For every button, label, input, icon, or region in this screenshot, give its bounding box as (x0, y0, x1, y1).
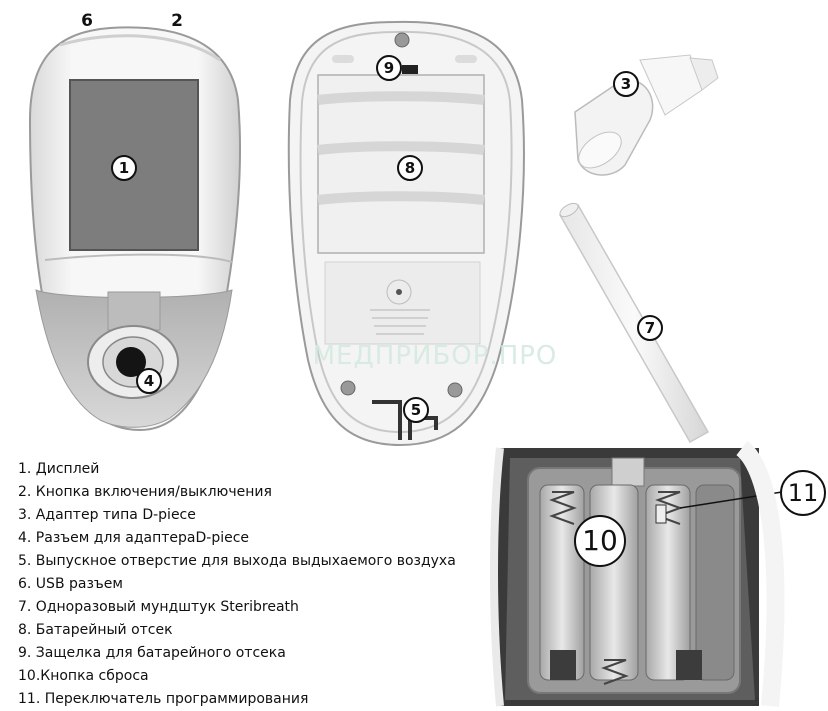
device-back-view (287, 20, 525, 447)
legend-item: 11. Переключатель программирования (18, 691, 309, 707)
callout-display: 1 (111, 155, 137, 181)
top-screw (394, 32, 410, 48)
legend-item: 2. Кнопка включения/выключения (18, 484, 272, 500)
callout-adapter: 3 (613, 71, 639, 97)
device-front-view (28, 26, 241, 432)
battery-bay-photo (490, 440, 785, 707)
legend-item: 4. Разъем для адаптераD-piece (18, 530, 250, 546)
callout-reset-button: 10 (574, 515, 626, 567)
legend-list: 1. Дисплей 2. Кнопка включения/выключени… (18, 458, 498, 711)
callout-battery-latch: 9 (376, 55, 402, 81)
adapter-socket (87, 291, 179, 399)
watermark-text: МЕДПРИБОР.ПРО (312, 341, 558, 371)
bottom-screw-left (340, 380, 356, 396)
legend-item: 7. Одноразовый мундштук Steribreath (18, 599, 299, 615)
compartment-ridges (317, 91, 485, 205)
label-lines (370, 309, 430, 335)
page-number: 5 (754, 698, 760, 708)
legend-item: 9. Защелка для батарейного отсека (18, 645, 286, 661)
legend-item: 1. Дисплей (18, 461, 100, 477)
callout-battery-compartment: 8 (397, 155, 423, 181)
back-foot-left (332, 55, 354, 63)
label-seal (386, 279, 412, 305)
legend-item: 8. Батарейный отсек (18, 622, 173, 638)
legend-item: 5. Выпускное отверстие для выхода выдыха… (18, 553, 456, 569)
callout-prog-switch: 11 (780, 470, 826, 516)
callout-power-button: 2 (171, 11, 183, 31)
d-piece-adapter (574, 54, 719, 176)
legend-item: 6. USB разъем (18, 576, 123, 592)
back-foot-right (455, 55, 477, 63)
bottom-screw-right (447, 382, 463, 398)
front-bezel-line (44, 253, 233, 263)
legend-item: 10.Кнопка сброса (18, 668, 149, 684)
callout-usb: 6 (81, 11, 93, 31)
legend-item: 3. Адаптер типа D-piece (18, 507, 196, 523)
front-top-rim (59, 34, 221, 62)
callout-adapter-socket: 4 (136, 368, 162, 394)
callout-mouthpiece: 7 (637, 315, 663, 341)
steribreath-mouthpiece (558, 202, 710, 444)
battery-latch (402, 65, 418, 74)
label-seal-dot (396, 289, 402, 295)
programming-switch (655, 504, 667, 524)
callout-exhaust: 5 (403, 397, 429, 423)
